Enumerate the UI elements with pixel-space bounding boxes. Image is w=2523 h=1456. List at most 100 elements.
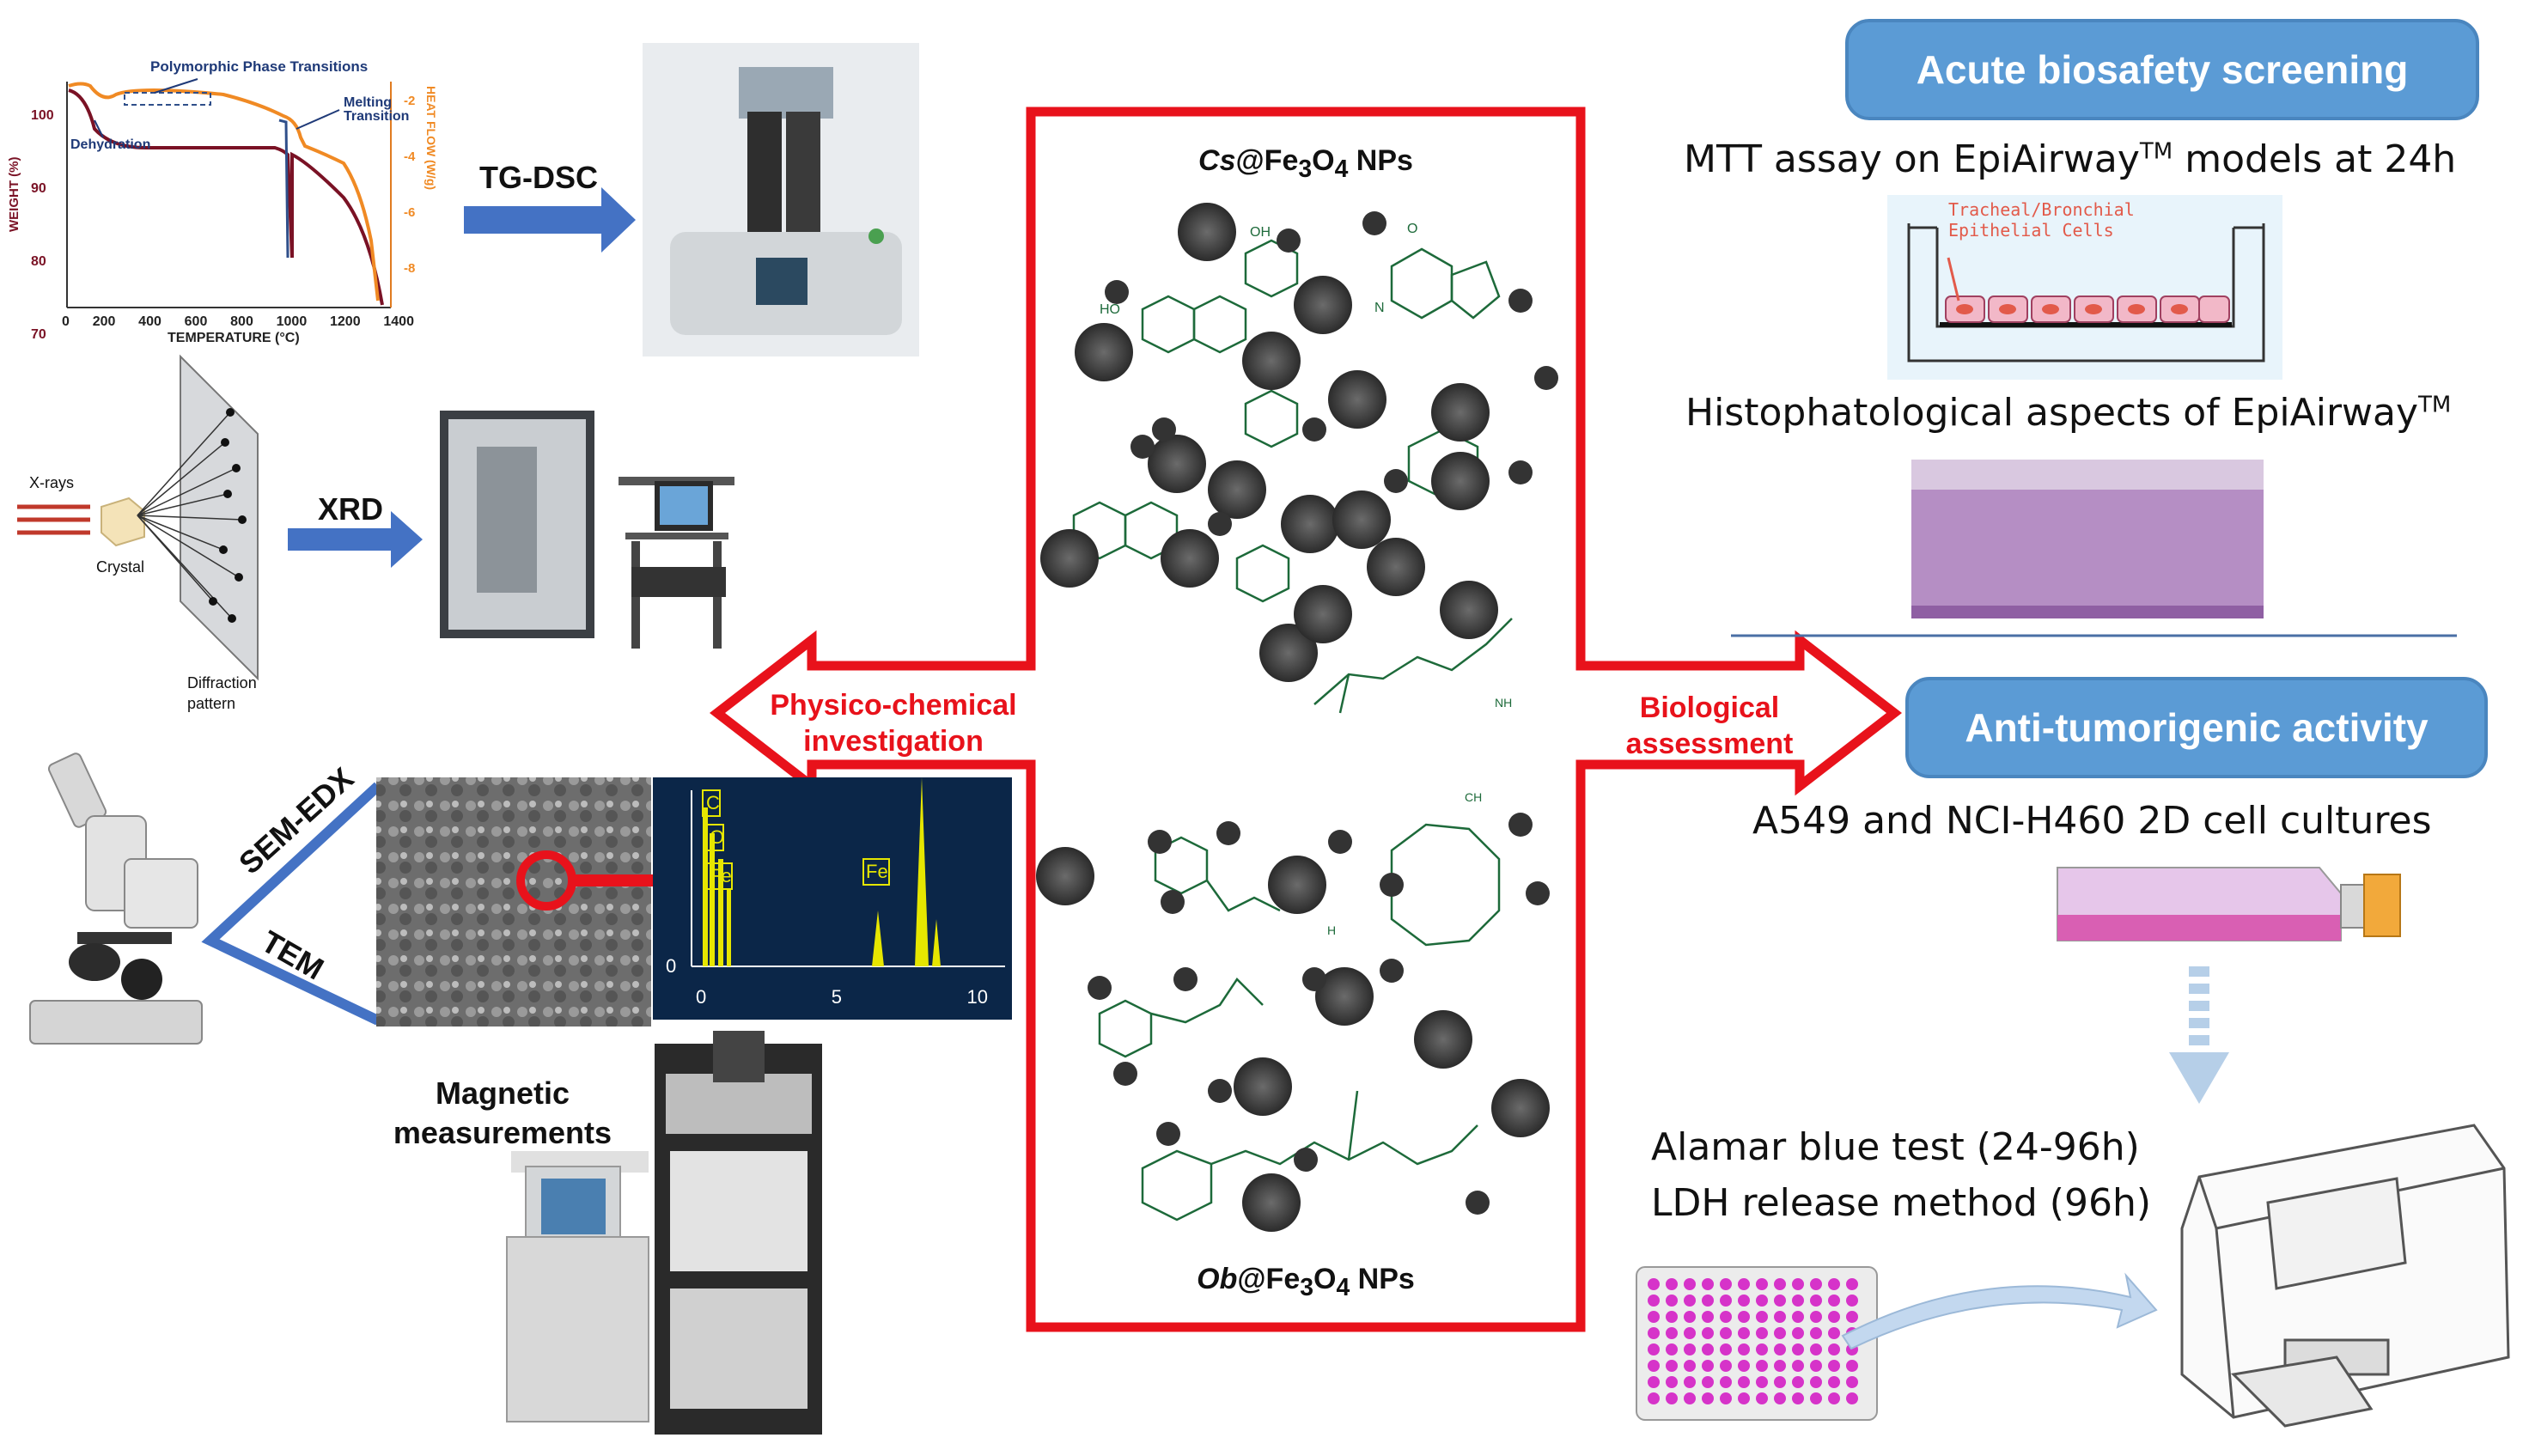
tg-x-ticks: 0 200 400 600 800 1000 1200 1400 [62, 314, 414, 330]
tg-xtick: 200 [92, 314, 116, 329]
ob-sub2: 4 [1336, 1273, 1350, 1301]
plate-well [1648, 1278, 1660, 1290]
nanoparticle [1294, 276, 1352, 334]
magnetic-instrument [506, 1031, 822, 1435]
plate-well [1828, 1360, 1840, 1372]
nanoparticle-small [1384, 469, 1408, 493]
plate-well [1702, 1327, 1714, 1339]
plate-well [1738, 1311, 1750, 1323]
xrd-label: XRD [318, 491, 384, 527]
curved-arrow [1841, 1272, 2158, 1350]
nanoparticle-small [1466, 1191, 1490, 1215]
plate-well [1846, 1392, 1858, 1404]
plate-well [1810, 1327, 1822, 1339]
cs-sub1: 3 [1298, 155, 1313, 183]
nanoparticle [1259, 624, 1318, 682]
tg-y-left-ticks: 100 90 80 70 [31, 79, 54, 371]
mol-n: N [1374, 301, 1385, 315]
plate-well [1756, 1360, 1768, 1372]
plate-well [1846, 1278, 1858, 1290]
nanoparticle-small [1216, 821, 1240, 845]
plate-well [1666, 1343, 1678, 1355]
cs-sub2: 4 [1334, 155, 1349, 183]
nanoparticle-small [1130, 435, 1155, 459]
nanoparticle-small [1148, 830, 1172, 854]
nanoparticle-small [1380, 873, 1404, 897]
plate-well [1738, 1392, 1750, 1404]
anti-tumorigenic-pill: Anti-tumorigenic activity [1905, 677, 2488, 778]
nanoparticle [1332, 490, 1391, 549]
histo-a: Histophatological aspects of EpiAirway [1685, 391, 2419, 435]
edx-x-ticks: 0 5 10 [696, 986, 988, 1008]
nanoparticle-small [1208, 1079, 1232, 1103]
plate-well [1738, 1295, 1750, 1307]
nanoparticle-small [1113, 1062, 1137, 1086]
mol-nh2: NH [1495, 696, 1513, 710]
plate-well [1684, 1295, 1696, 1307]
plate-well [1792, 1376, 1804, 1388]
nanoparticle-small [1302, 417, 1326, 442]
xrd-schematic [17, 354, 259, 681]
plate-well [1684, 1376, 1696, 1388]
xrd-instrument [440, 411, 734, 649]
nanoparticle [1315, 967, 1374, 1026]
tg-y-left-label: WEIGHT (%) [7, 156, 21, 233]
plate-well [1684, 1327, 1696, 1339]
mol-oh: OH [1250, 225, 1271, 240]
nanoparticle [1431, 452, 1490, 510]
molecule-lower [1098, 823, 1501, 1221]
tg-xtick: 1000 [276, 314, 308, 329]
tg-dsc-arrow [464, 187, 636, 253]
nanoparticle-small [1152, 417, 1176, 442]
plate-reader [2180, 1124, 2510, 1428]
plate-well [1846, 1311, 1858, 1323]
plate-well [1828, 1311, 1840, 1323]
tg-dsc-instrument [643, 43, 919, 356]
plate-well [1648, 1343, 1660, 1355]
ob-italic: Ob [1197, 1263, 1238, 1295]
plate-well [1792, 1343, 1804, 1355]
sem-tem-bracket [201, 782, 382, 1026]
edx-xtick: 0 [696, 986, 707, 1008]
tg-ytick-right: -4 [404, 149, 416, 164]
plate-well [1720, 1311, 1732, 1323]
plate-well [1756, 1376, 1768, 1388]
nanoparticle-small [1161, 890, 1185, 914]
edx-ytick: 0 [666, 955, 677, 977]
plate-well [1720, 1327, 1732, 1339]
edx-peak-c: C [706, 792, 720, 813]
tg-ytick: 70 [31, 327, 46, 342]
ob-rest: @Fe [1237, 1263, 1301, 1295]
tg-xtick: 400 [138, 314, 161, 329]
tg-ytick-right: -8 [404, 261, 416, 276]
microscope [29, 752, 203, 1045]
plate-well [1738, 1376, 1750, 1388]
plate-well [1828, 1343, 1840, 1355]
mol-h3c: H [1327, 923, 1337, 937]
tg-xtick: 600 [184, 314, 208, 329]
plate-well [1648, 1376, 1660, 1388]
xrd-diffraction-label: Diffraction pattern [187, 673, 257, 714]
tg-ytick: 80 [31, 254, 46, 269]
nanoparticle-small [1508, 813, 1533, 837]
plate-well [1810, 1376, 1822, 1388]
tg-xtick: 0 [62, 314, 70, 329]
magnetic-label: Magnetic measurements [387, 1074, 619, 1153]
plate-well [1702, 1278, 1714, 1290]
plate-well [1774, 1311, 1786, 1323]
nanoparticle [1208, 460, 1266, 519]
nanoparticle-small [1302, 967, 1326, 991]
nanoparticle [1281, 495, 1339, 553]
tg-melting-line1: Melting [344, 95, 392, 110]
physico-line1: Physico-chemical [770, 689, 1017, 722]
plate-well [1792, 1311, 1804, 1323]
cs-rest: @Fe [1235, 144, 1299, 177]
tg-melting-line2: Transition [344, 109, 410, 124]
mtt-assay-text: MTT assay on EpiAirwayTM models at 24h [1684, 137, 2456, 181]
tg-x-label: TEMPERATURE (°C) [168, 331, 300, 345]
biological-line1: Biological [1639, 691, 1780, 724]
ob-mid: O [1313, 1263, 1337, 1295]
nanoparticle-small [1277, 228, 1301, 253]
histology-image [1911, 460, 2264, 618]
